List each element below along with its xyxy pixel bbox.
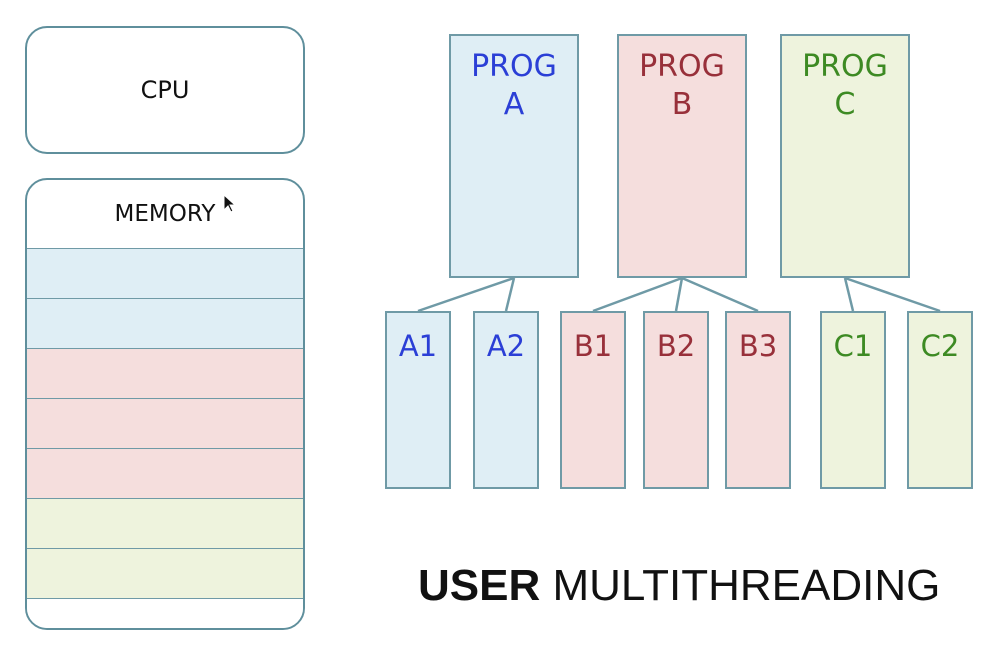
memory-segment-red (27, 398, 303, 448)
program-c-box: PROG C (780, 34, 910, 278)
mouse-pointer-icon (223, 194, 237, 213)
memory-segment-red (27, 348, 303, 398)
memory-label: MEMORY (114, 201, 216, 227)
memory-segment-green (27, 548, 303, 598)
thread-c2: C2 (907, 311, 973, 489)
thread-b1: B1 (560, 311, 626, 489)
memory-segment-blue (27, 298, 303, 348)
memory-box: MEMORY (25, 178, 305, 630)
program-a-line1: PROG (471, 49, 557, 84)
program-b-line1: PROG (639, 49, 725, 84)
program-b-line2: B (671, 87, 693, 122)
memory-segment-blue (27, 248, 303, 298)
connector-c-c1 (843, 277, 855, 312)
connector-b-b3 (681, 276, 759, 313)
memory-segment-green (27, 498, 303, 548)
program-a-line2: A (503, 87, 525, 122)
connector-c-c2 (844, 276, 941, 313)
thread-b2: B2 (643, 311, 709, 489)
memory-segment-red (27, 448, 303, 498)
program-b-box: PROG B (617, 34, 747, 278)
caption-rest: MULTITHREADING (540, 561, 941, 610)
memory-segment-empty (27, 598, 303, 628)
thread-c1: C1 (820, 311, 886, 489)
program-c-line2: C (834, 87, 856, 122)
connector-b-b1 (592, 276, 683, 313)
thread-a1: A1 (385, 311, 451, 489)
cpu-box: CPU (25, 26, 305, 154)
connector-b-b2 (674, 277, 684, 312)
connector-a-a1 (417, 276, 515, 313)
thread-b3: B3 (725, 311, 791, 489)
program-a-box: PROG A (449, 34, 579, 278)
thread-a2: A2 (473, 311, 539, 489)
caption-bold: USER (418, 561, 541, 610)
program-c-line1: PROG (802, 49, 888, 84)
cpu-label: CPU (140, 76, 190, 104)
connector-a-a2 (504, 277, 516, 312)
caption-title: USER MULTITHREADING (418, 561, 988, 611)
